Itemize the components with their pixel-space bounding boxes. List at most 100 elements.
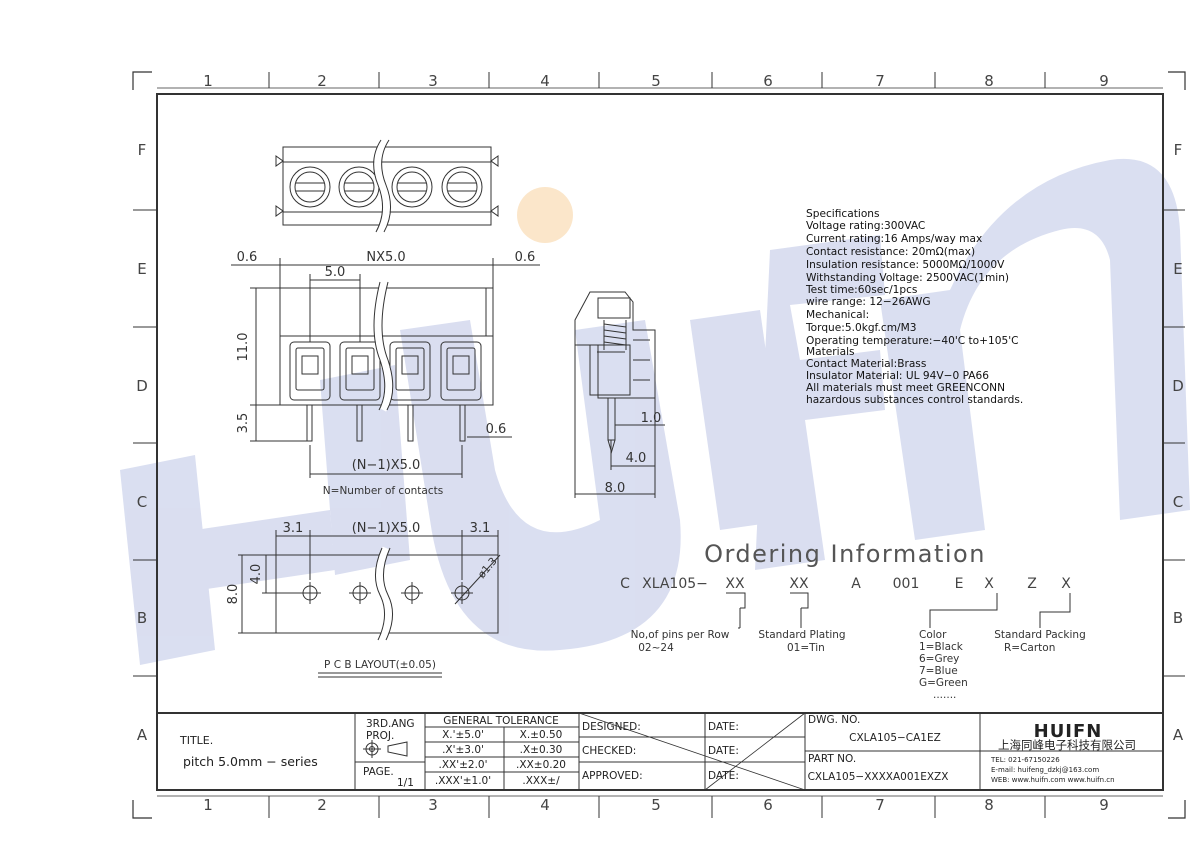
spec-line: hazardous substances control standards.	[806, 394, 1023, 406]
specifications: Specifications Voltage rating:300VAC Cur…	[805, 208, 1023, 406]
pcb-hole	[299, 582, 321, 604]
spec-line: Operating temperature:−40'C to+105'C	[806, 335, 1019, 347]
spec-line: wire range: 12−26AWG	[806, 296, 931, 308]
code-part: X	[984, 576, 994, 592]
col-label-top: 1	[203, 72, 213, 90]
spec-line: All materials must meet GREENCONN	[806, 382, 1005, 394]
pins-range: 02~24	[638, 642, 674, 654]
designed-label: DESIGNED:	[582, 721, 641, 733]
row-label-right: C	[1173, 493, 1183, 511]
ordering-leaders	[726, 592, 1071, 629]
row-label-left: C	[137, 493, 147, 511]
pcb-caption: P C B LAYOUT(±0.05)	[324, 659, 436, 671]
color-value: 6=Grey	[919, 653, 959, 665]
col-label-top: 7	[875, 72, 885, 90]
proj-line-2: PROJ.	[366, 730, 394, 742]
company-name: 上海同峰电子科技有限公司	[998, 738, 1136, 752]
watermark	[120, 158, 1190, 665]
spec-line: Withstanding Voltage: 2500VAC(1min)	[806, 272, 1009, 284]
pcb-dim-span: (N−1)X5.0	[352, 521, 421, 536]
proj-line-1: 3RD.ANG	[366, 718, 415, 730]
screw-head	[289, 166, 331, 208]
ordering-information: Ordering Information C XLA105− XX XX A 0…	[620, 540, 1086, 701]
dim-pin-width: 0.6	[486, 422, 507, 437]
side-view-dimensions: 1.0 4.0 8.0	[605, 411, 662, 496]
spec-line: Insulation resistance: 5000MΩ/1000V	[806, 259, 1005, 271]
row-label-right: F	[1174, 141, 1183, 159]
spec-line: Specifications	[806, 208, 880, 220]
company-web: WEB: www.huifn.com www.huifn.cn	[991, 776, 1115, 784]
row-label-left: E	[137, 260, 146, 278]
col-label-bottom: 9	[1099, 796, 1109, 814]
pin	[407, 404, 414, 442]
side-dim-3: 8.0	[605, 481, 626, 496]
row-label-right: B	[1173, 609, 1183, 627]
zone-labels-left: F E D C B A	[136, 141, 148, 744]
checked-label: CHECKED:	[582, 745, 636, 757]
pin	[459, 404, 466, 442]
pins-label: No,of pins per Row	[631, 629, 730, 641]
spec-line: Torque:5.0kgf.cm/M3	[805, 322, 916, 334]
spec-line: Insulator Material: UL 94V−0 PA66	[806, 370, 989, 382]
code-part: XLA105−	[642, 576, 708, 592]
dim-pitch: 5.0	[325, 265, 346, 280]
tolerance-angle: .X'±3.0'	[442, 744, 484, 756]
tolerance-angle: X.'±5.0'	[442, 729, 484, 741]
company-email: E-mail: huifeng_dzkj@163.com	[991, 766, 1099, 774]
dwg-value: CXLA105−CA1EZ	[849, 732, 941, 744]
row-label-right: A	[1173, 726, 1184, 744]
plating-label: Standard Plating	[758, 629, 845, 641]
plating-value: 01=Tin	[787, 642, 825, 654]
col-label-bottom: 7	[875, 796, 885, 814]
title-value: pitch 5.0mm − series	[183, 754, 318, 769]
spec-line: Materials	[806, 346, 855, 358]
side-view	[574, 291, 665, 498]
pcb-dim-right: 3.1	[470, 521, 491, 536]
pin	[356, 404, 363, 442]
col-label-bottom: 5	[651, 796, 661, 814]
tolerance-linear: .X±0.30	[520, 744, 563, 756]
tolerance-linear: .XXX±/	[522, 775, 560, 787]
col-label-bottom: 3	[428, 796, 438, 814]
col-label-top: 6	[763, 72, 773, 90]
dim-overall: NX5.0	[366, 250, 405, 265]
title-block-text: TITLE. pitch 5.0mm − series 3RD.ANG PROJ…	[179, 714, 1136, 789]
dim-height: 11.0	[236, 333, 251, 362]
zone-labels-bottom: 1 2 3 4 5 6 7 8 9	[203, 796, 1109, 814]
col-label-bottom: 2	[317, 796, 327, 814]
col-label-bottom: 8	[984, 796, 994, 814]
tolerance-angle: .XXX'±1.0'	[435, 775, 491, 787]
packing-label: Standard Packing	[994, 629, 1086, 641]
spec-line: Current rating:16 Amps/way max	[806, 233, 982, 245]
code-part: 001	[893, 576, 920, 592]
company-logo: HUIFN	[1034, 721, 1103, 742]
row-label-right: E	[1173, 260, 1182, 278]
title-block	[157, 712, 1163, 791]
col-label-top: 9	[1099, 72, 1109, 90]
spec-line: Contact Material:Brass	[806, 358, 926, 370]
code-part: E	[955, 576, 964, 592]
color-label: Color	[919, 629, 947, 641]
col-label-top: 3	[428, 72, 438, 90]
date-label: DATE:	[708, 770, 739, 782]
code-part: C	[620, 576, 630, 592]
code-part: XX	[725, 576, 745, 592]
row-label-left: F	[138, 141, 147, 159]
col-label-bottom: 1	[203, 796, 213, 814]
tolerance-header: GENERAL TOLERANCE	[443, 715, 559, 727]
row-label-left: B	[137, 609, 147, 627]
pcb-hole	[349, 582, 371, 604]
pcb-dim-left: 3.1	[283, 521, 304, 536]
title-label: TITLE.	[179, 734, 213, 747]
col-label-top: 5	[651, 72, 661, 90]
pcb-dimensions: 3.1 (N−1)X5.0 3.1 ø1.3 4.0 8.0 P C B LAY…	[226, 521, 500, 671]
date-label: DATE:	[708, 721, 739, 733]
pin	[306, 404, 313, 442]
ordering-title: Ordering Information	[704, 540, 986, 568]
row-label-left: A	[137, 726, 148, 744]
dwg-label: DWG. NO.	[808, 714, 860, 726]
code-part: Z	[1027, 576, 1037, 592]
contacts-note: N=Number of contacts	[323, 485, 443, 497]
pcb-dim-8: 8.0	[226, 584, 241, 605]
